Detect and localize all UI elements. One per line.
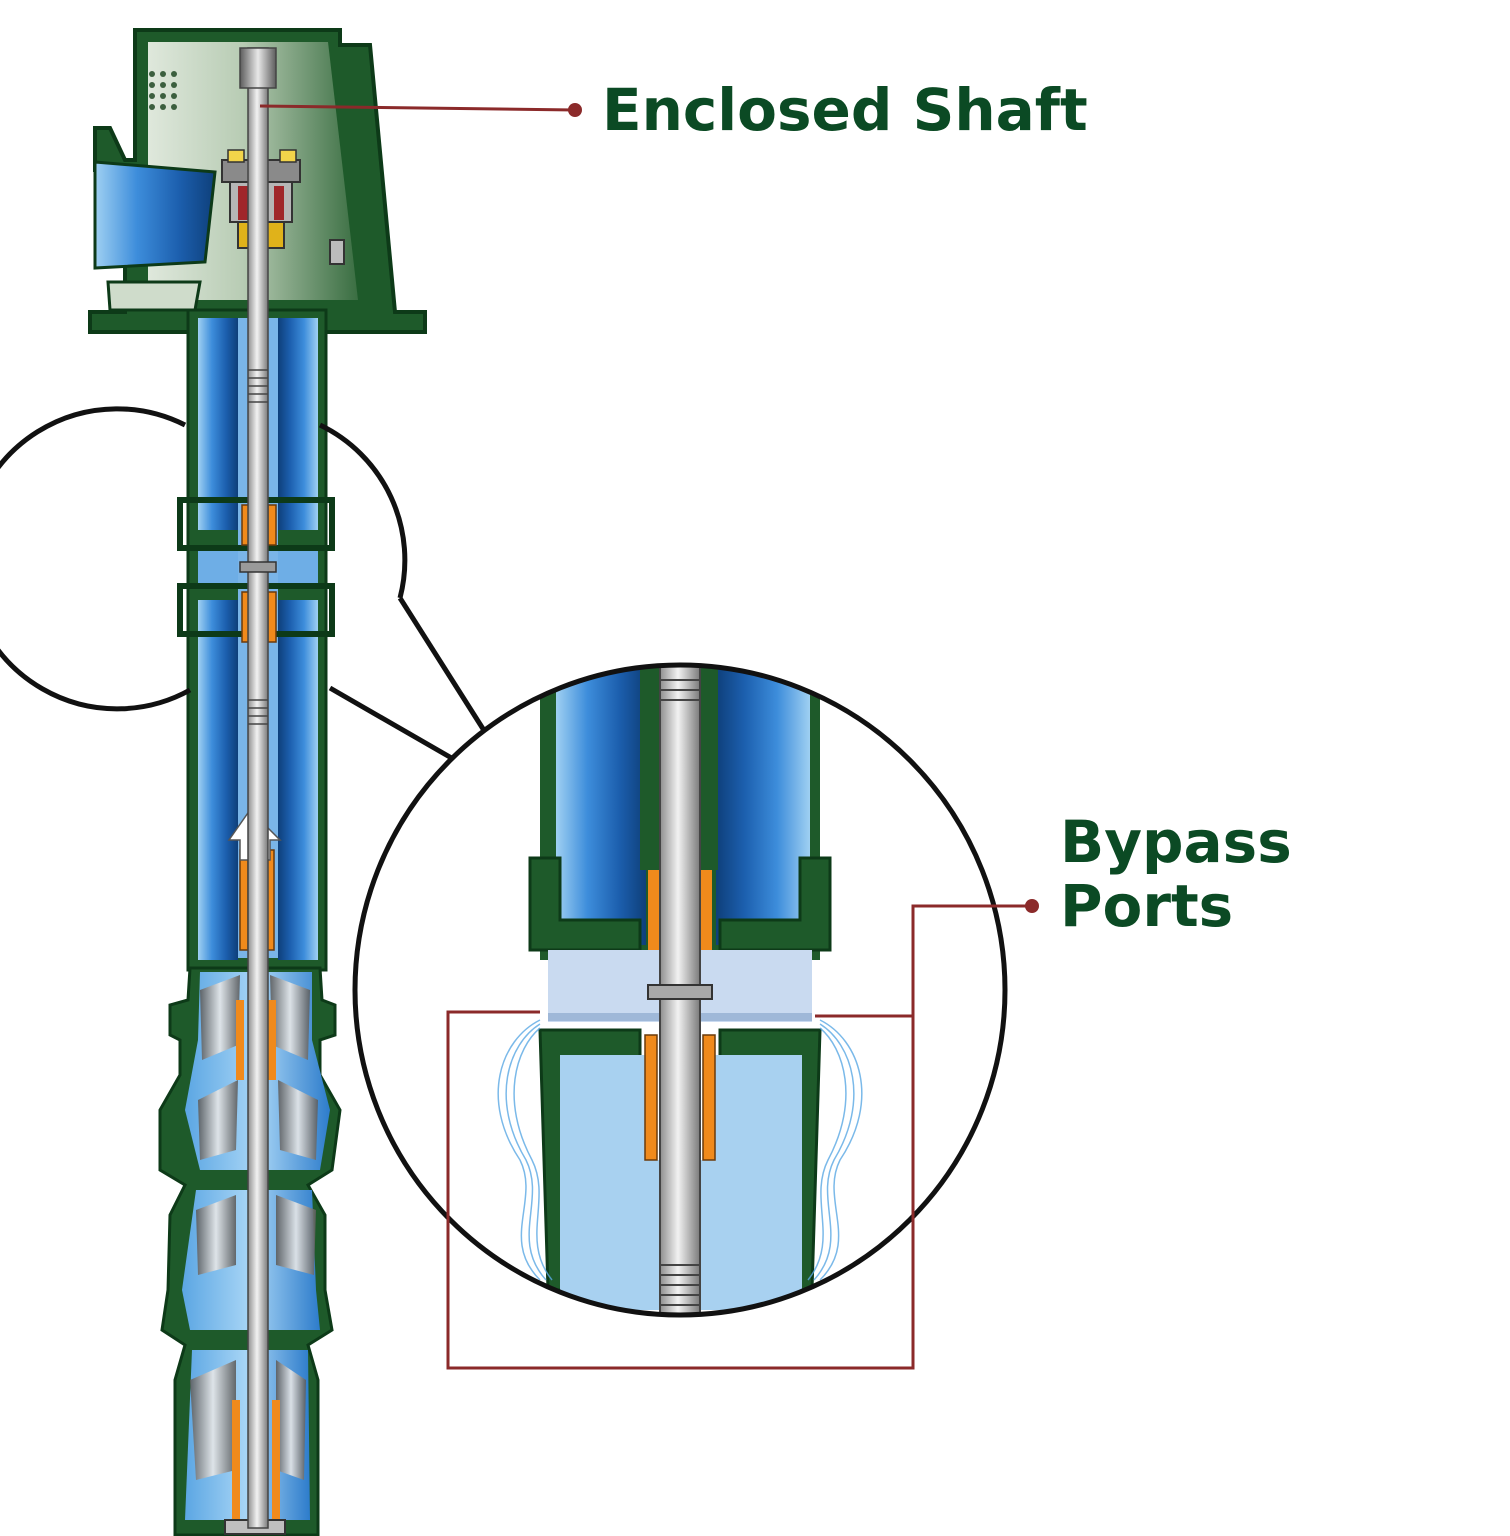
ports-label: Ports — [1060, 872, 1233, 940]
vertical-turbine-pump — [88, 28, 427, 1536]
magnifier-callout-icon — [0, 406, 488, 763]
bowl-assembly — [158, 966, 342, 1536]
bypass-ports-dot — [1025, 899, 1039, 913]
enclosed-shaft-leader — [259, 103, 582, 117]
bypass-ports-leader — [446, 904, 1032, 1370]
detail-view — [352, 662, 1008, 1318]
enclosed-shaft-label: Enclosed Shaft — [602, 76, 1088, 144]
main-shaft — [247, 47, 269, 1529]
bypass-label: Bypass — [1060, 808, 1292, 876]
vent-grid-icon — [149, 71, 177, 110]
